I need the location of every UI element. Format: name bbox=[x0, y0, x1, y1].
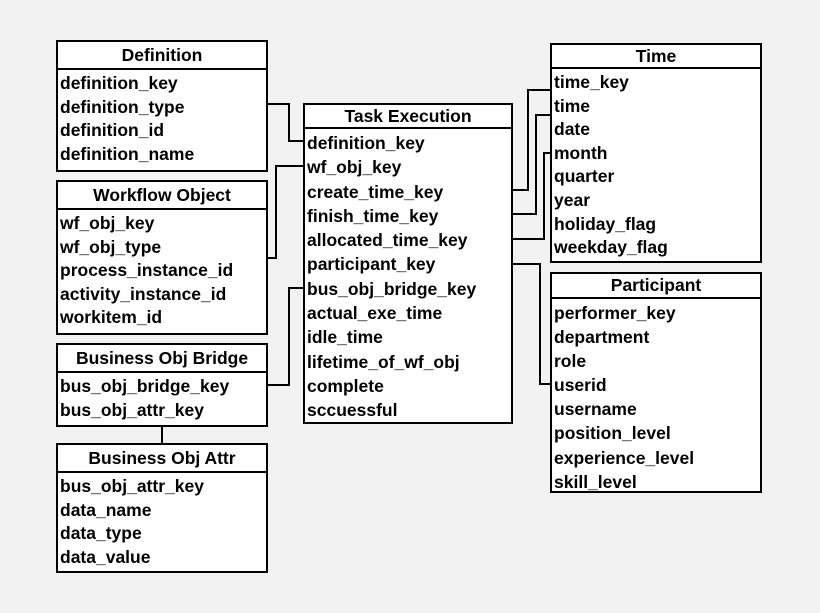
field-list: performer_key department role userid use… bbox=[552, 299, 760, 494]
entity-title: Time bbox=[552, 45, 760, 69]
field: definition_key bbox=[307, 133, 425, 153]
field: wf_obj_key bbox=[307, 157, 402, 178]
field: time bbox=[554, 95, 590, 116]
field-list: definition_key wf_obj_key create_time_ke… bbox=[305, 129, 511, 423]
field: wf_obj_key bbox=[60, 213, 155, 233]
field: definition_name bbox=[60, 143, 195, 164]
field: complete bbox=[307, 375, 384, 396]
field: process_instance_id bbox=[60, 260, 234, 281]
field: holiday_flag bbox=[554, 213, 657, 234]
field: time_key bbox=[554, 72, 629, 92]
field: skill_level bbox=[554, 471, 637, 492]
field: data_name bbox=[60, 499, 152, 520]
field-list: definition_key definition_type definitio… bbox=[58, 70, 266, 166]
field: bus_obj_attr_key bbox=[60, 399, 204, 420]
connector-participant bbox=[512, 263, 552, 385]
entity-workflow-object: Workflow Object wf_obj_key wf_obj_type p… bbox=[56, 180, 268, 335]
field: actual_exe_time bbox=[307, 303, 443, 324]
field: year bbox=[554, 189, 591, 210]
field: quarter bbox=[554, 166, 615, 187]
connector-time-create bbox=[512, 89, 552, 191]
field: bus_obj_bridge_key bbox=[60, 376, 230, 396]
field-list: wf_obj_key wf_obj_type process_instance_… bbox=[58, 210, 266, 330]
field: data_value bbox=[60, 546, 151, 567]
field-list: time_key time date month quarter year ho… bbox=[552, 69, 760, 260]
entity-title: Business Obj Bridge bbox=[58, 345, 266, 373]
field: experience_level bbox=[554, 447, 695, 468]
field: weekday_flag bbox=[554, 237, 668, 258]
field: workitem_id bbox=[60, 307, 163, 328]
entity-participant: Participant performer_key department rol… bbox=[550, 272, 762, 493]
connector-bridge-task bbox=[266, 287, 304, 386]
field: role bbox=[554, 351, 587, 372]
field: definition_type bbox=[60, 96, 185, 117]
field: sccuessful bbox=[307, 400, 398, 421]
field: date bbox=[554, 119, 590, 140]
connector-time-finish bbox=[512, 114, 552, 215]
field: lifetime_of_wf_obj bbox=[307, 351, 460, 372]
field: definition_key bbox=[60, 73, 178, 93]
entity-title: Participant bbox=[552, 274, 760, 299]
field: username bbox=[554, 399, 637, 420]
entity-business-obj-bridge: Business Obj Bridge bus_obj_bridge_key b… bbox=[56, 343, 268, 427]
field: department bbox=[554, 327, 650, 348]
field: participant_key bbox=[307, 254, 436, 275]
field: bus_obj_attr_key bbox=[60, 476, 204, 496]
field: month bbox=[554, 142, 608, 163]
field: idle_time bbox=[307, 327, 383, 348]
field: position_level bbox=[554, 423, 671, 444]
entity-title: Definition bbox=[58, 42, 266, 70]
field: definition_id bbox=[60, 120, 165, 141]
field: bus_obj_bridge_key bbox=[307, 278, 477, 299]
connector-definition-task bbox=[266, 103, 304, 142]
field: activity_instance_id bbox=[60, 283, 227, 304]
entity-business-obj-attr: Business Obj Attr bus_obj_attr_key data_… bbox=[56, 443, 268, 573]
entity-title: Business Obj Attr bbox=[58, 445, 266, 473]
entity-definition: Definition definition_key definition_typ… bbox=[56, 40, 268, 172]
entity-title: Workflow Object bbox=[58, 182, 266, 210]
field: finish_time_key bbox=[307, 205, 439, 226]
field: userid bbox=[554, 375, 607, 396]
entity-title: Task Execution bbox=[305, 105, 511, 129]
field: data_type bbox=[60, 523, 142, 544]
field-list: bus_obj_attr_key data_name data_type dat… bbox=[58, 473, 266, 569]
field: create_time_key bbox=[307, 181, 444, 202]
connector-workflow-task bbox=[266, 165, 304, 259]
field: allocated_time_key bbox=[307, 230, 468, 251]
field-list: bus_obj_bridge_key bus_obj_attr_key bbox=[58, 373, 266, 422]
field: performer_key bbox=[554, 303, 676, 323]
field: wf_obj_type bbox=[60, 236, 162, 257]
connector-time-allocated bbox=[512, 152, 552, 240]
entity-time: Time time_key time date month quarter ye… bbox=[550, 43, 762, 263]
entity-task-execution: Task Execution definition_key wf_obj_key… bbox=[303, 103, 513, 424]
